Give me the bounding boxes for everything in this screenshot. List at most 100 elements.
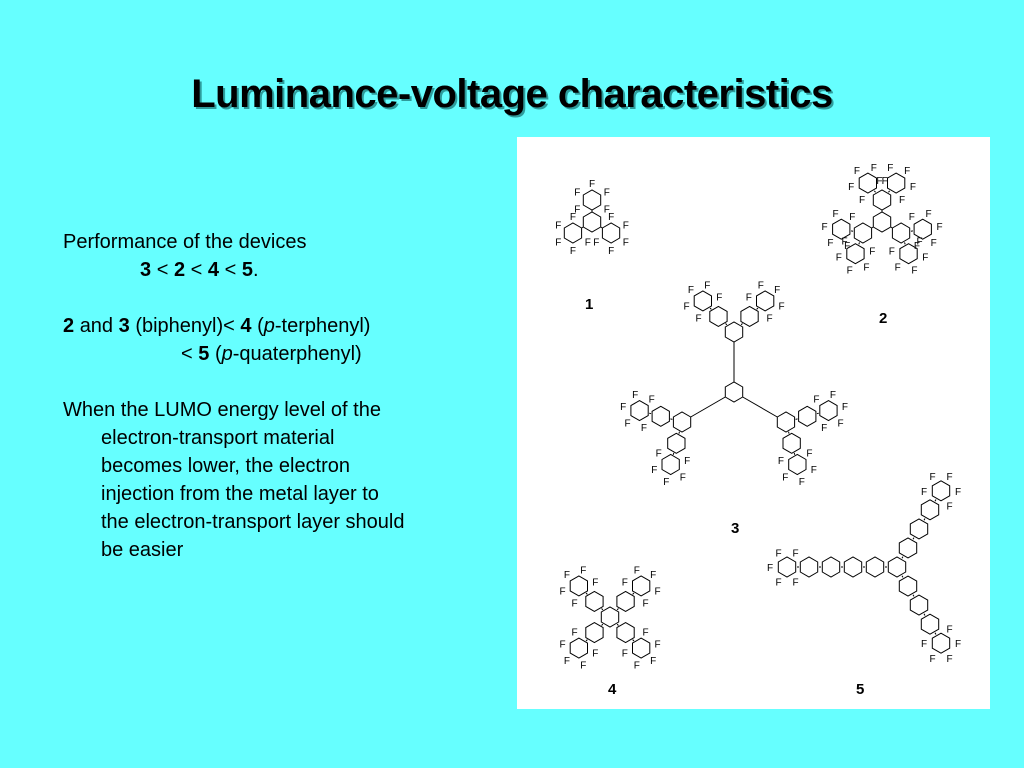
- comparison-text: and: [79, 315, 114, 337]
- fluorine-atom-label: F: [947, 502, 953, 513]
- fluorine-atom-label: F: [836, 253, 842, 264]
- fluorine-atom-label: F: [859, 195, 865, 206]
- fluorine-atom-label: F: [592, 649, 598, 660]
- fluorine-atom-label: F: [570, 212, 576, 223]
- fluorine-atom-label: F: [844, 241, 850, 252]
- fluorine-atom-label: F: [869, 247, 875, 258]
- fluorine-atom-label: F: [643, 598, 649, 609]
- lumo-line: electron-transport material: [101, 427, 335, 449]
- fluorine-atom-label: F: [849, 212, 855, 223]
- fluorine-atom-label: F: [655, 586, 661, 597]
- fluorine-atom-label: F: [572, 598, 578, 609]
- fluorine-atom-label: F: [560, 586, 566, 597]
- fluorine-atom-label: F: [704, 281, 710, 292]
- compound-label-1: 1: [585, 296, 593, 313]
- fluorine-atom-label: F: [555, 238, 561, 249]
- comparison-text: -quaterphenyl): [232, 343, 362, 365]
- order-item: 4: [207, 259, 219, 281]
- fluorine-atom-label: F: [649, 395, 655, 406]
- fluorine-atom-label: F: [811, 465, 817, 476]
- fluorine-atom-label: F: [917, 237, 923, 248]
- fluorine-atom-label: F: [620, 402, 626, 413]
- performance-heading: Performance of the devices: [63, 231, 307, 253]
- fluorine-atom-label: F: [688, 285, 694, 296]
- fluorine-atom-label: F: [655, 640, 661, 651]
- lumo-line: injection from the metal layer to: [101, 483, 379, 505]
- fluorine-atom-label: F: [889, 247, 895, 258]
- fluorine-atom-label: F: [882, 176, 888, 187]
- fluorine-atom-label: F: [930, 654, 936, 665]
- fluorine-atom-label: F: [663, 477, 669, 488]
- fluorine-atom-label: F: [842, 402, 848, 413]
- fluorine-atom-label: F: [656, 449, 662, 460]
- fluorine-atom-label: F: [625, 419, 631, 430]
- fluorine-atom-label: F: [911, 266, 917, 277]
- fluorine-atom-label: F: [650, 656, 656, 667]
- fluorine-atom-label: F: [572, 628, 578, 639]
- fluorine-atom-label: F: [555, 221, 561, 232]
- fluorine-atom-label: F: [564, 570, 570, 581]
- comparison-line-2: < 5 (p-quaterphenyl): [63, 340, 503, 368]
- fluorine-atom-label: F: [822, 222, 828, 233]
- order-item: .: [252, 259, 259, 281]
- fluorine-atom-label: F: [827, 238, 833, 249]
- fluorine-atom-label: F: [876, 176, 882, 187]
- comparison-text: p: [221, 343, 233, 365]
- fluorine-atom-label: F: [643, 628, 649, 639]
- comparison-text: -terphenyl): [274, 315, 371, 337]
- order-item: <: [156, 259, 169, 281]
- comparison-text: (biphenyl)<: [135, 315, 235, 337]
- fluorine-atom-label: F: [776, 548, 782, 559]
- fluorine-atom-label: F: [641, 423, 647, 434]
- fluorine-atom-label: F: [767, 313, 773, 324]
- fluorine-atom-label: F: [914, 241, 920, 252]
- fluorine-atom-label: F: [589, 179, 595, 190]
- fluorine-atom-label: F: [863, 263, 869, 274]
- comparison-line-1: 2 and 3 (biphenyl)< 4 (p-terphenyl): [63, 312, 503, 340]
- fluorine-atom-label: F: [574, 205, 580, 216]
- comparison-text: p: [263, 315, 275, 337]
- fluorine-atom-label: F: [904, 166, 910, 177]
- order-item: <: [224, 259, 237, 281]
- fluorine-atom-label: F: [955, 487, 961, 498]
- fluorine-atom-label: F: [947, 472, 953, 483]
- fluorine-atom-label: F: [909, 212, 915, 223]
- performance-order: 3 < 2 < 4 < 5.: [63, 256, 503, 284]
- fluorine-atom-label: F: [560, 640, 566, 651]
- fluorine-atom-label: F: [696, 313, 702, 324]
- fluorine-atom-label: F: [684, 456, 690, 467]
- fluorine-atom-label: F: [848, 182, 854, 193]
- fluorine-atom-label: F: [622, 649, 628, 660]
- lumo-line: the electron-transport layer should: [101, 511, 405, 533]
- fluorine-atom-label: F: [758, 281, 764, 292]
- fluorine-atom-label: F: [580, 661, 586, 672]
- fluorine-atom-label: F: [650, 570, 656, 581]
- fluorine-atom-label: F: [774, 285, 780, 296]
- fluorine-atom-label: F: [716, 293, 722, 304]
- compound-label-2: 2: [879, 310, 887, 327]
- fluorine-atom-label: F: [651, 465, 657, 476]
- compound-label-4: 4: [608, 681, 617, 698]
- fluorine-atom-label: F: [799, 477, 805, 488]
- fluorine-atom-label: F: [793, 578, 799, 589]
- fluorine-atom-label: F: [622, 578, 628, 589]
- compound-number: 4: [240, 315, 252, 337]
- order-item: 5: [241, 259, 253, 281]
- fluorine-atom-label: F: [895, 263, 901, 274]
- fluorine-atom-label: F: [767, 563, 773, 574]
- fluorine-atom-label: F: [623, 221, 629, 232]
- fluorine-atom-label: F: [955, 639, 961, 650]
- fluorine-atom-label: F: [623, 238, 629, 249]
- fluorine-atom-label: F: [921, 639, 927, 650]
- fluorine-atom-label: F: [830, 390, 836, 401]
- fluorine-atom-label: F: [592, 578, 598, 589]
- fluorine-atom-label: F: [782, 473, 788, 484]
- fluorine-atom-label: F: [937, 222, 943, 233]
- slide-body: Performance of the devices 3 < 2 < 4 < 5…: [63, 228, 503, 564]
- lumo-line: becomes lower, the electron: [101, 455, 351, 477]
- fluorine-atom-label: F: [779, 301, 785, 312]
- fluorine-atom-label: F: [585, 238, 591, 249]
- fluorine-atom-label: F: [838, 419, 844, 430]
